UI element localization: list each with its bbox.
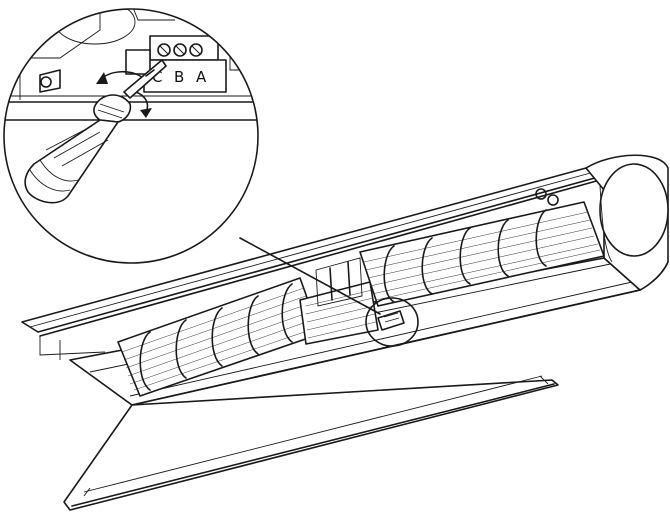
motor-housing bbox=[599, 163, 669, 257]
leader-line bbox=[239, 237, 381, 315]
terminal-label-a: A bbox=[196, 68, 209, 86]
fan-coil-unit bbox=[21, 154, 669, 511]
terminal-label-c: C bbox=[152, 68, 165, 86]
terminal-screw-c bbox=[157, 43, 171, 57]
terminal-screw-a bbox=[189, 43, 203, 57]
blower-wheel-left bbox=[117, 277, 321, 397]
mount-hole-2 bbox=[547, 194, 559, 206]
screwdriver-icon bbox=[24, 59, 167, 204]
magnifier-ring bbox=[3, 8, 259, 264]
terminal-screw-b bbox=[173, 43, 187, 57]
terminal-label-b: B bbox=[174, 68, 187, 86]
magnified-detail: C B A bbox=[3, 8, 259, 264]
center-coupling bbox=[299, 257, 379, 345]
mount-hole-1 bbox=[535, 188, 547, 200]
detail-marker-circle bbox=[365, 297, 419, 347]
blower-wheel-right bbox=[359, 201, 605, 307]
terminal-block-small bbox=[377, 310, 405, 331]
